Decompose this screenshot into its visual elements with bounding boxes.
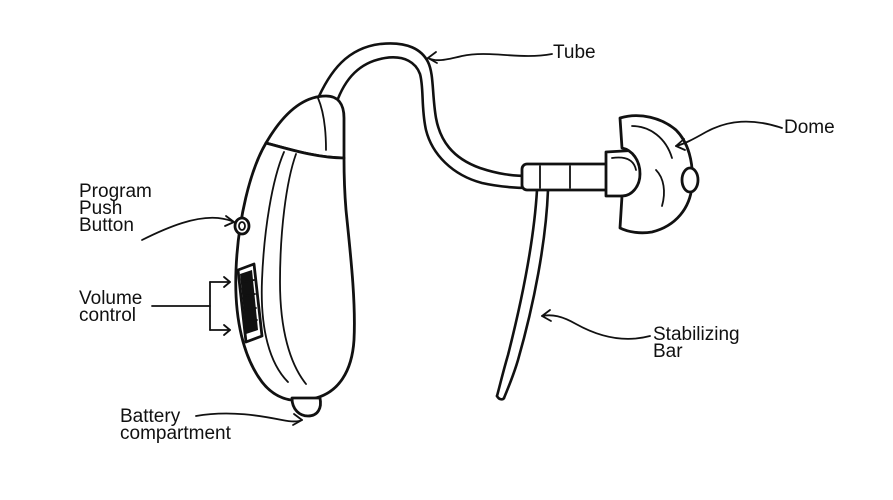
volume-control-label: Volume control bbox=[79, 288, 143, 326]
battery-compartment-label: Battery compartment bbox=[120, 406, 231, 444]
dome-label: Dome bbox=[784, 117, 835, 138]
volume-leader bbox=[151, 276, 231, 336]
tube-leader bbox=[427, 51, 553, 64]
tube-label: Tube bbox=[553, 42, 596, 63]
dome bbox=[618, 114, 700, 235]
dome-leader bbox=[675, 120, 783, 151]
program-push-button-label: Program Push Button bbox=[79, 181, 152, 236]
receiver-connector bbox=[520, 148, 642, 198]
battery-leader bbox=[195, 412, 303, 426]
stabilizing-bar bbox=[495, 188, 550, 401]
tube bbox=[314, 42, 532, 190]
program-push-button bbox=[233, 216, 251, 236]
volume-control bbox=[236, 262, 264, 344]
stabilizing-bar-label: Stabilizing Bar bbox=[653, 324, 740, 362]
program-leader bbox=[141, 215, 235, 241]
hearing-aid-body bbox=[234, 94, 356, 418]
stabilizing-leader bbox=[541, 309, 651, 340]
